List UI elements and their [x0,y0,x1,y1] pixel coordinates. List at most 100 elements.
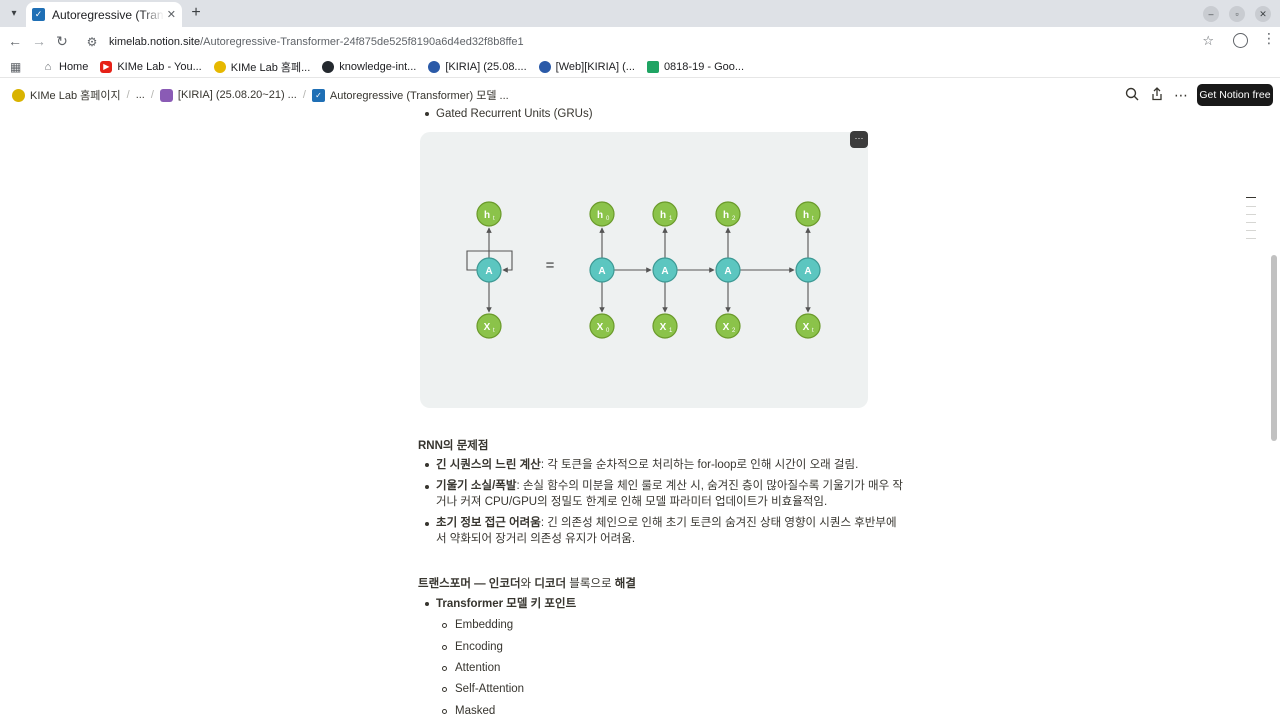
node-h-3-subscript: 2 [732,216,736,222]
node-x-3 [715,313,741,339]
home-icon: ⌂ [44,60,52,73]
url-text[interactable]: kimelab.notion.site/Autoregressive-Trans… [109,36,524,48]
tab-title: Autoregressive (Transformer) [52,7,164,22]
breadcrumb-ellipsis[interactable]: ... [136,89,145,101]
node-a-4 [795,257,821,283]
bullet-icon [425,112,429,116]
sub-item-encoding: Encoding [455,641,503,653]
item-text: : 손실 함수의 미분을 체인 룰로 계산 시, 숨겨진 층이 많아질수록 기울… [516,480,903,492]
node-h-3 [715,201,741,227]
lab-icon [213,60,226,73]
reload-icon[interactable]: ↻ [56,33,68,49]
new-tab-icon[interactable]: + [191,4,201,21]
recurrent-loop-arrow [466,250,513,273]
node-a-3 [715,257,741,283]
node-h-2 [652,201,678,227]
kiria-icon [428,60,441,73]
heading-part: 블록으로 [566,578,615,590]
breadcrumb-separator: / [302,89,306,101]
toc-marker[interactable] [1246,214,1256,215]
scrollbar-thumb[interactable] [1271,255,1277,441]
tab-close-icon[interactable]: ✕ [166,9,176,21]
node-h-2-subscript: 1 [669,216,673,222]
browser-tab-active[interactable]: ✓ Autoregressive (Transformer) ✕ [26,2,182,27]
node-x-4-subscript: t [812,328,814,334]
bullet-icon [425,522,429,526]
bookmark-star-icon[interactable]: ☆ [1202,33,1214,48]
list-item-early-info-access-cont: 서 약화되어 장거리 의존성 유지가 어려움. [436,533,636,545]
bookmarks-bar: ▦ ⌂Home ▶KIMe Lab - You... KIMe Lab 홈페..… [0,56,1280,78]
toc-marker-active[interactable] [1246,197,1256,198]
notion-topbar: KIMe Lab 홈페이지 / ... / [KIRIA] (25.08.20~… [0,82,1280,109]
node-a-3-label: A [724,266,731,277]
get-notion-free-button[interactable]: Get Notion free [1197,84,1273,106]
bullet-icon [425,485,429,489]
node-h-4-label: h [803,210,809,221]
bookmark-google-drive[interactable]: 0818-19 - Goo... [646,60,744,73]
site-info-icon[interactable]: ⚙ [86,34,98,49]
toc-marker[interactable] [1246,222,1256,223]
forward-icon[interactable]: → [32,33,46,49]
bookmark-lab-home[interactable]: KIMe Lab 홈페... [213,59,311,75]
browser-toolbar: ← → ↻ ⚙ kimelab.notion.site/Autoregressi… [0,27,1280,56]
close-window-icon[interactable]: ✕ [1255,6,1271,22]
bookmark-home[interactable]: ⌂Home [42,60,89,73]
bookmark-github[interactable]: knowledge-int... [322,60,416,73]
toc-marker[interactable] [1246,230,1256,231]
browser-menu-icon[interactable]: ⋮ [1262,30,1276,46]
kiria-icon [159,88,173,102]
bookmark-label: KIMe Lab 홈페... [230,61,311,74]
heading-part: 트랜스포머 — [418,578,489,590]
node-x-3-label: X [723,322,730,333]
address-bar[interactable]: ⚙ kimelab.notion.site/Autoregressive-Tra… [80,29,1224,54]
search-icon[interactable] [1124,87,1140,103]
sub-item-self-attention: Self-Attention [455,683,525,695]
toc-marker[interactable] [1246,238,1256,239]
heading-bold-encoder: 인코더 [488,578,521,590]
bookmark-web-kiria[interactable]: [Web][KIRIA] (... [538,60,635,73]
node-x-0-subscript: t [493,328,495,334]
sub-bullet-icon [442,623,447,628]
item-bold-label: 초기 정보 접근 어려움 [436,517,541,529]
node-h-1-subscript: 0 [606,216,610,222]
list-item-gru: Gated Recurrent Units (GRUs) [436,108,593,120]
bookmark-kiria[interactable]: [KIRIA] (25.08.... [428,60,527,73]
share-icon[interactable] [1149,87,1165,103]
breadcrumb-kiria[interactable]: [KIRIA] (25.08.20~21) ... [159,88,297,102]
breadcrumb-current-page[interactable]: ✓Autoregressive (Transformer) 모델 ... [311,87,509,103]
kiria-icon [538,60,551,73]
back-icon[interactable]: ← [8,33,22,49]
checkbox-icon: ✓ [311,88,325,102]
profile-avatar-icon[interactable] [1233,33,1248,48]
node-h-0 [476,201,502,227]
node-x-2-subscript: 1 [669,328,673,334]
breadcrumb-label: KIMe Lab 홈페이지 [30,90,121,102]
sub-item-embedding: Embedding [455,619,514,631]
minimize-icon[interactable]: – [1203,6,1219,22]
breadcrumb-lab-home[interactable]: KIMe Lab 홈페이지 [12,87,121,103]
breadcrumb-label: ... [135,89,145,101]
node-h-1-label: h [597,210,603,221]
sub-bullet-icon [442,687,447,692]
equals-sign: = [546,257,555,274]
node-a-2 [652,257,678,283]
maximize-icon[interactable]: ▫ [1229,6,1245,22]
bookmark-youtube[interactable]: ▶KIMe Lab - You... [100,60,202,73]
url-host: kimelab.notion.site [109,35,201,48]
node-x-1-label: X [597,322,604,333]
more-options-icon[interactable]: ⋯ [1174,87,1188,103]
bullet-icon [425,463,429,467]
apps-grid-icon[interactable]: ▦ [10,59,22,74]
tab-search-chevron-icon[interactable]: ▾ [11,7,17,19]
node-x-0-label: X [484,322,491,333]
bookmark-label: [Web][KIRIA] (... [555,60,635,73]
image-options-button[interactable]: ··· [850,131,868,148]
node-x-4 [795,313,821,339]
node-h-4-subscript: t [812,216,814,222]
node-a-0-label: A [485,266,492,277]
url-path: /Autoregressive-Transformer-24f875de525f… [200,35,524,48]
toc-marker[interactable] [1246,206,1256,207]
item-bold-label: 긴 시퀀스의 느린 계산 [436,459,541,471]
breadcrumb-separator: / [126,89,130,101]
